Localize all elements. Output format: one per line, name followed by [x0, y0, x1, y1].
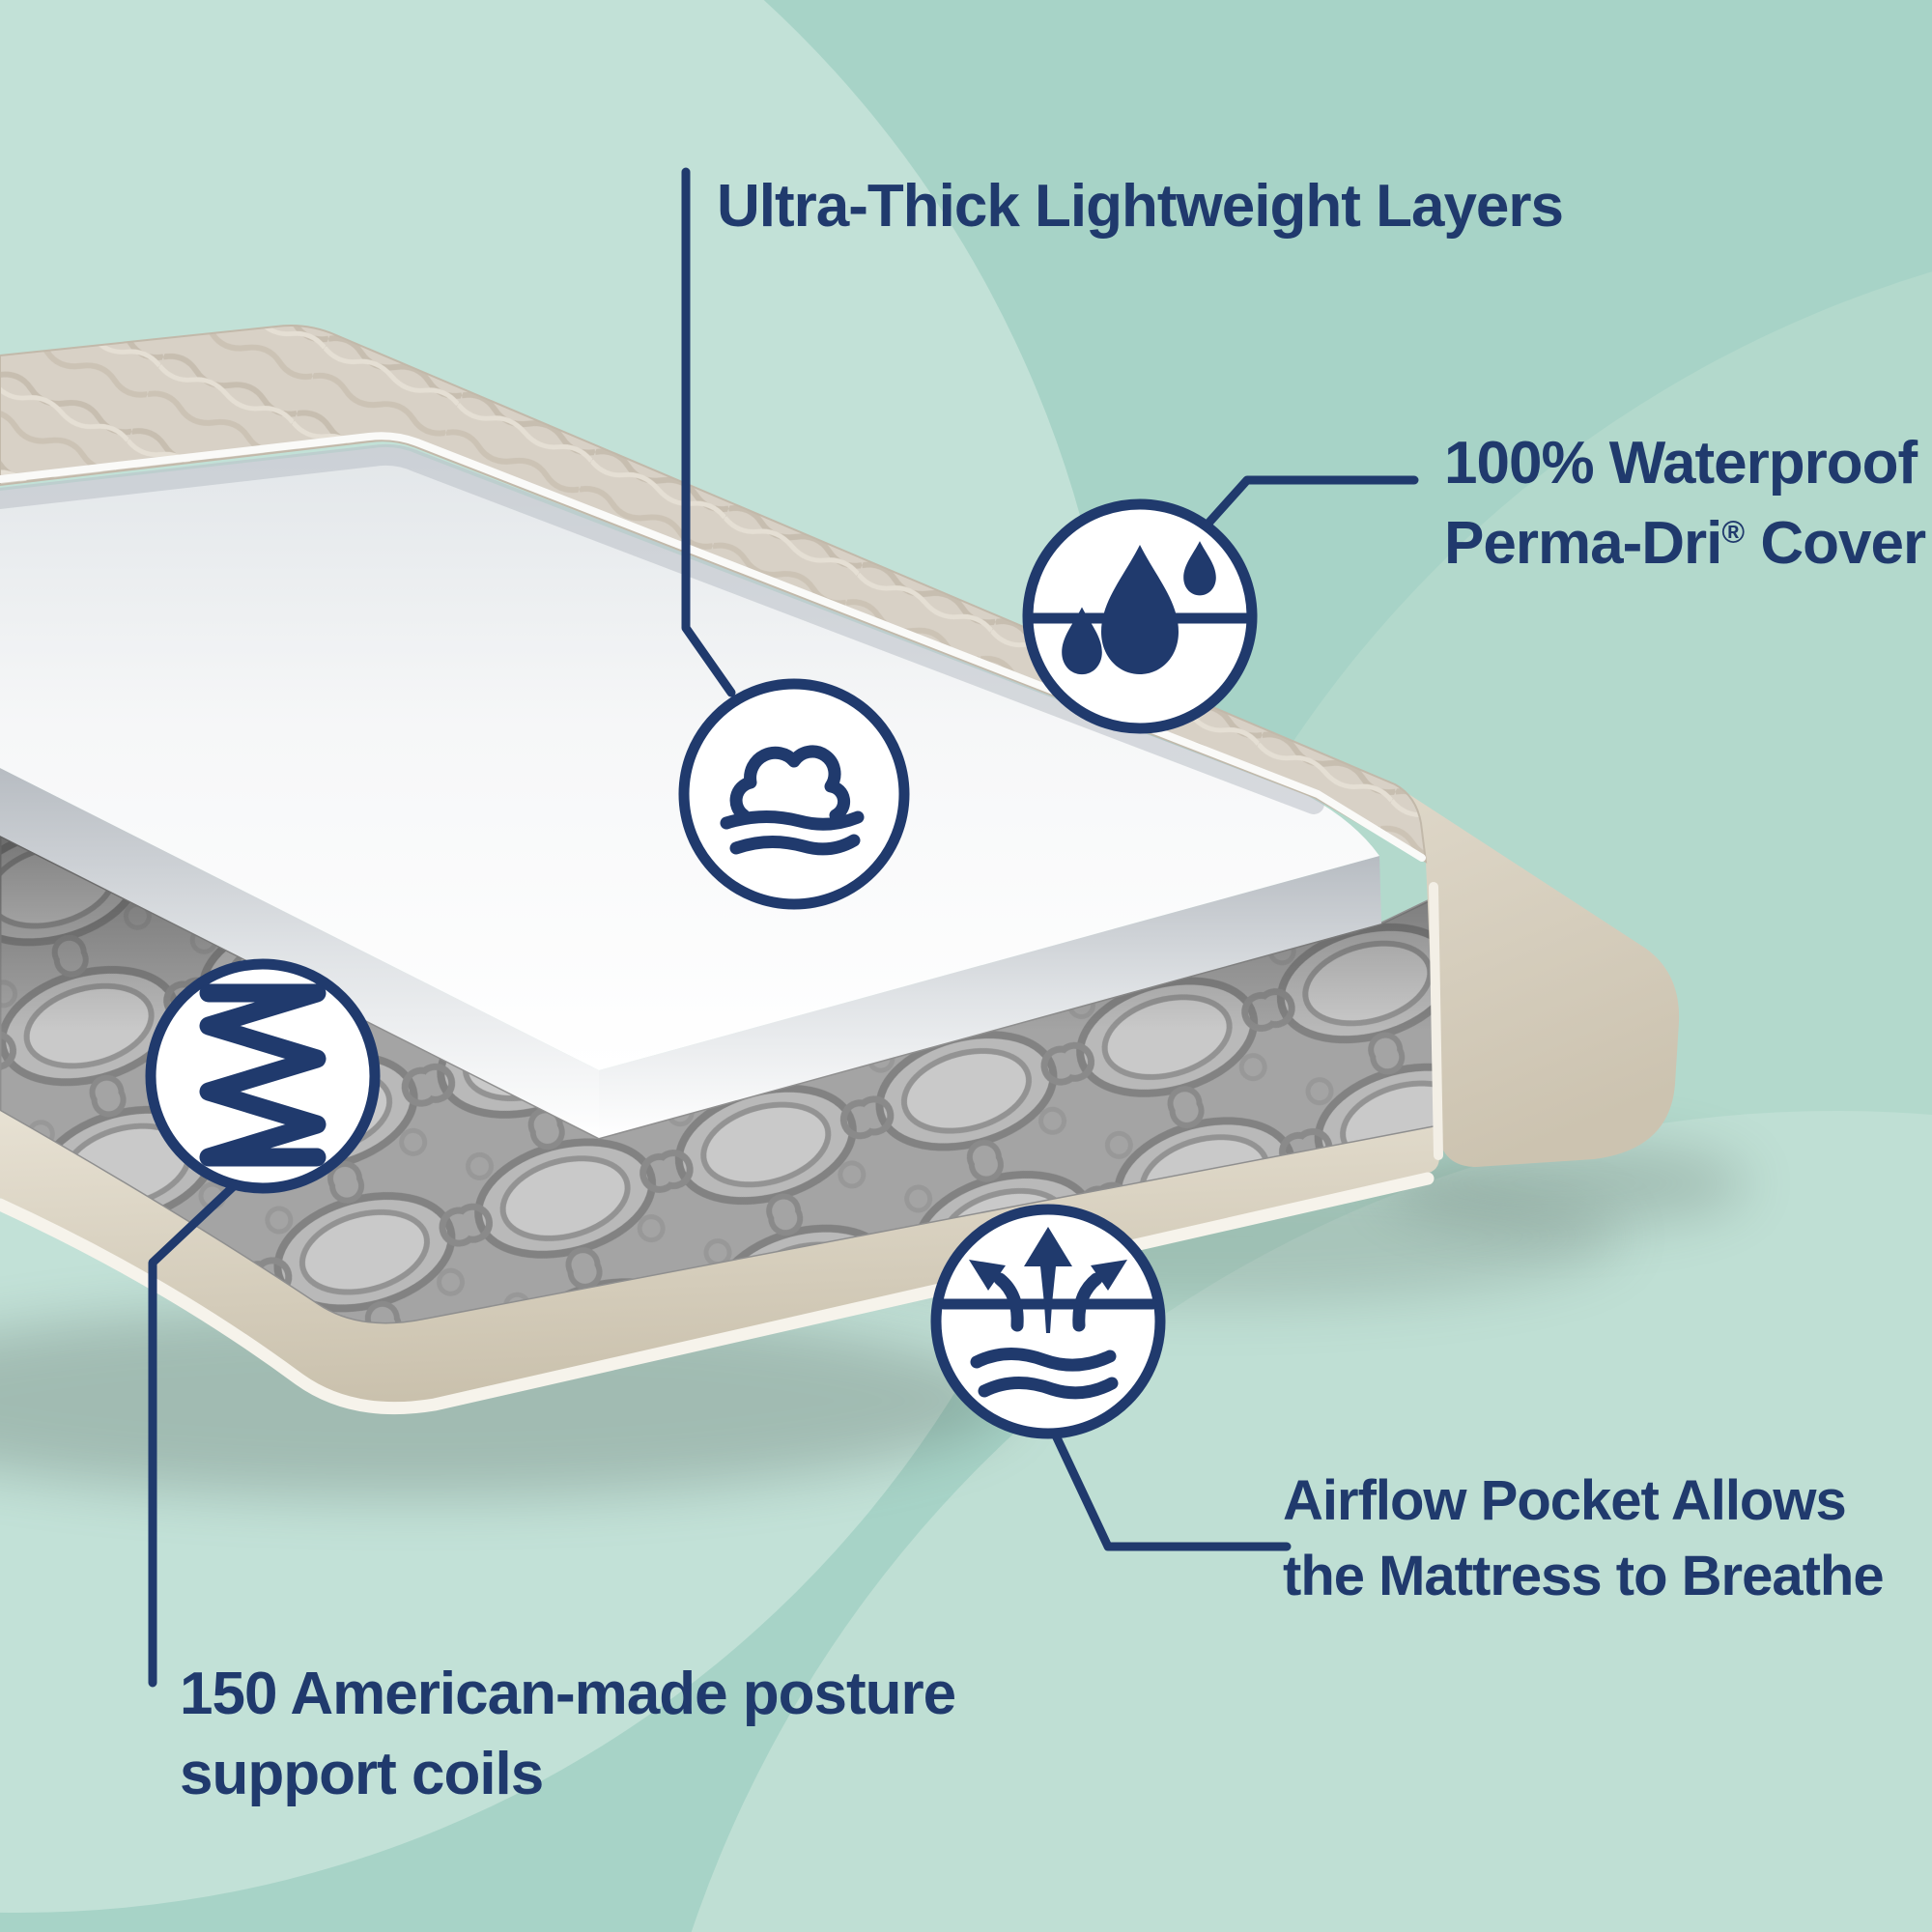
mattress-bottom-binding	[0, 1172, 1435, 1415]
callout-lightweight-layers	[678, 167, 910, 910]
registered-mark: ®	[1721, 514, 1746, 550]
waterproof-label-line1: 100% Waterproof	[1444, 430, 1918, 497]
airflow-label-line1: Airflow Pocket Allows	[1283, 1469, 1847, 1532]
background-circle-bottom-right	[691, 1111, 1932, 1932]
callout-waterproof	[1022, 475, 1419, 734]
airflow-arrows-icon	[938, 1227, 1158, 1400]
coils-label-line2: support coils	[180, 1741, 544, 1808]
cloud-icon	[720, 745, 865, 856]
mattress-side-face	[1403, 790, 1680, 1167]
cover-top-quilted	[0, 325, 1428, 864]
waterproof-label-line2: Perma-Dri® Cover	[1444, 510, 1926, 578]
mattress-bottom-border	[0, 1111, 1439, 1403]
leader-line	[1050, 1429, 1292, 1551]
leader-line	[148, 1179, 242, 1688]
mattress-side-binding	[1429, 882, 1443, 1160]
lightweight-layers-label: Ultra-Thick Lightweight Layers	[717, 173, 1564, 240]
foam-front-right-face	[599, 856, 1381, 1138]
foam-top-shadow	[0, 443, 1324, 814]
coil-layer-shading	[0, 836, 1437, 1324]
coils-label-line1: 150 American-made posture	[180, 1661, 956, 1727]
coils-label: 150 American-made posture support coils	[180, 1654, 956, 1814]
cover-piping	[0, 432, 1426, 862]
leader-line	[681, 167, 736, 697]
waterproof-label: 100% Waterproof Perma-Dri® Cover	[1444, 423, 1926, 583]
water-drops-icon	[1026, 541, 1254, 675]
leader-line	[1200, 475, 1419, 532]
callout-airflow	[930, 1204, 1292, 1551]
callout-coils	[145, 958, 381, 1688]
coil-spring-icon	[199, 983, 327, 1167]
icon-circle	[678, 678, 910, 910]
airflow-label: Airflow Pocket Allows the Mattress to Br…	[1283, 1463, 1885, 1613]
airflow-label-line2: the Mattress to Breathe	[1283, 1544, 1885, 1607]
foam-front-left-face	[0, 768, 599, 1138]
